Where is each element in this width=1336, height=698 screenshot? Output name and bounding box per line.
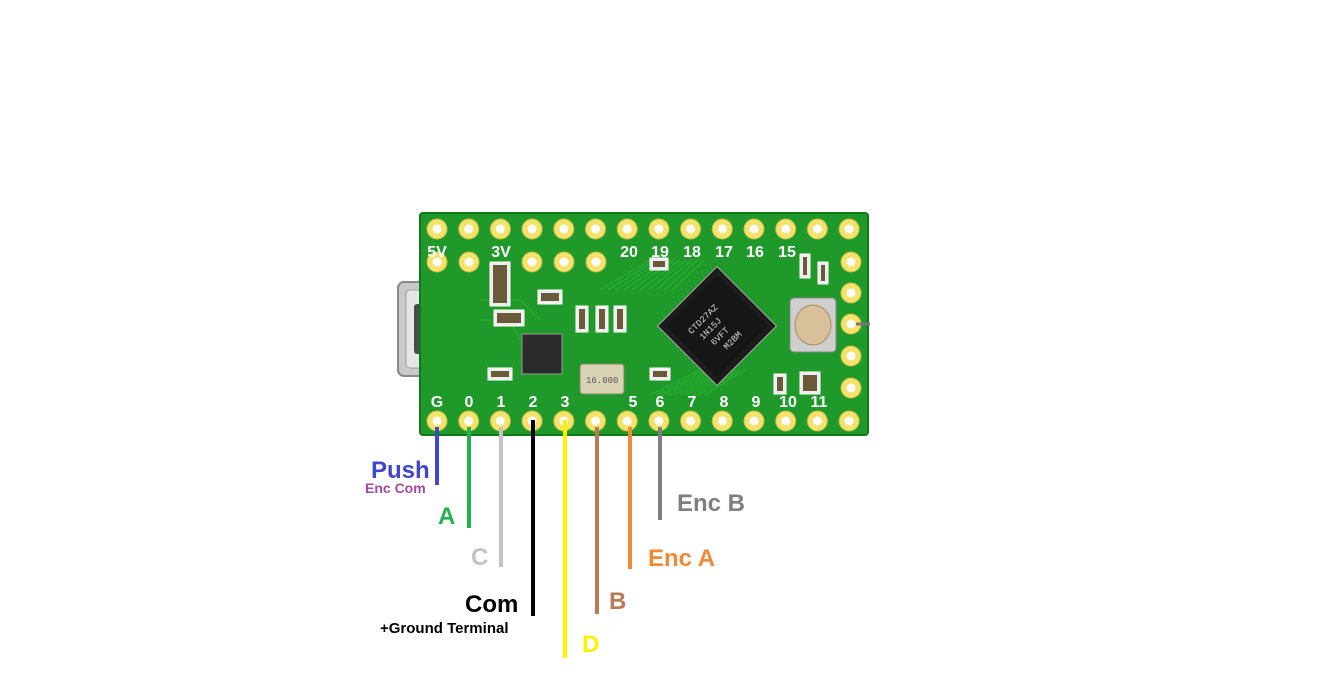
smd-components [487, 253, 829, 395]
smd-part [595, 305, 609, 333]
smd-part [575, 305, 589, 333]
pin-pad-top [426, 218, 448, 240]
smd-part [489, 261, 511, 307]
small-chip [521, 333, 563, 375]
crystal-text: 16.000 [586, 376, 618, 386]
silkscreen-bottom-labels: G 0 1 2 3 5 6 7 8 9 10 11 [431, 394, 828, 411]
label-enc-com: Enc Com [365, 480, 426, 496]
silkscreen-bottom-label: 5 [629, 394, 638, 411]
label-push: Push [371, 457, 430, 484]
pin-pad-top [458, 218, 480, 240]
silkscreen-bottom-label: 6 [656, 394, 665, 411]
pin-pad-inner [426, 251, 448, 273]
wire-labels: Push Enc Com A C Com +Ground Terminal D … [365, 457, 745, 658]
pin-pad-bottom [585, 410, 606, 432]
pin-pad-bottom [489, 410, 511, 432]
pin-pad-bottom [743, 410, 765, 432]
pin-pad-top [680, 218, 702, 240]
pin-pad-right [840, 377, 862, 399]
pin-pad-bottom [680, 410, 702, 432]
silkscreen-bottom-label: 3 [561, 394, 570, 411]
smd-part [487, 367, 513, 381]
smd-part [537, 289, 563, 305]
label-d: D [582, 631, 599, 658]
silkscreen-top-label: 15 [778, 244, 796, 261]
top-pin-row [426, 218, 860, 240]
label-ground-terminal: +Ground Terminal [380, 620, 509, 637]
smd-part [649, 367, 671, 381]
label-a: A [438, 503, 455, 530]
pin-pad-top [711, 218, 733, 240]
silkscreen-bottom-label: 7 [688, 394, 697, 411]
pin-pad-bottom [775, 410, 797, 432]
pin-pad-top [743, 218, 765, 240]
label-enc-a: Enc A [648, 545, 715, 572]
smd-part [613, 305, 627, 333]
label-com: Com [465, 591, 518, 618]
mcu-chip: CTD27AZ 1N15J 6VFT M2BM [656, 265, 778, 387]
silkscreen-top-label: 5V [427, 244, 447, 261]
pin-pad-bottom [648, 410, 670, 432]
silkscreen-bottom-label: G [431, 394, 443, 411]
pin-pad-top [585, 218, 606, 240]
silkscreen-top-label: 16 [746, 244, 764, 261]
label-c: C [471, 544, 488, 571]
silkscreen-bottom-label: 10 [779, 394, 797, 411]
pin-pad-top [806, 218, 828, 240]
inner-pin-row [426, 251, 607, 273]
pin-pad-top [648, 218, 670, 240]
crystal: 16.000 [579, 363, 625, 395]
pin-pad-top [775, 218, 797, 240]
smd-part [817, 261, 829, 285]
silkscreen-top-label: 3V [491, 244, 511, 261]
pin-pad-bottom [426, 410, 448, 432]
pin-pad-inner [458, 251, 480, 273]
pin-pad-right [840, 282, 862, 304]
silkscreen-top-labels: 5V 3V 20 19 18 17 16 15 [427, 244, 796, 261]
silkscreen-top-label: 17 [715, 244, 733, 261]
pin-pad-right [840, 251, 862, 273]
smd-part [799, 253, 811, 279]
smd-part [649, 257, 669, 271]
smd-part [493, 309, 525, 327]
smd-part [799, 371, 821, 395]
silkscreen-bottom-label: 9 [752, 394, 761, 411]
silkscreen-bottom-label: 2 [529, 394, 538, 411]
pin-pad-inner [521, 251, 543, 273]
pin-pad-right [840, 345, 862, 367]
silkscreen-bottom-label: 8 [720, 394, 729, 411]
pin-pad-top [838, 218, 860, 240]
wires [435, 420, 662, 658]
label-b: B [609, 588, 626, 615]
pin-pad-top [553, 218, 575, 240]
pin-pad-bottom [616, 410, 638, 432]
smd-part [773, 373, 787, 395]
silkscreen-top-label: 20 [620, 244, 638, 261]
silkscreen-bottom-label: 0 [465, 394, 474, 411]
silkscreen-bottom-label: 1 [497, 394, 506, 411]
program-button [789, 297, 837, 353]
pin-pad-top [521, 218, 543, 240]
pin-pad-top [616, 218, 638, 240]
label-enc-b: Enc B [677, 490, 745, 517]
pin-pad-inner [553, 251, 575, 273]
silkscreen-top-label: 18 [683, 244, 701, 261]
pin-pad-bottom [806, 410, 828, 432]
pin-pad-inner [585, 251, 607, 273]
silkscreen-top-label: 19 [651, 244, 669, 261]
silkscreen-bottom-label: 11 [811, 394, 828, 411]
pin-pad-bottom [838, 410, 860, 432]
pin-pad-top [489, 218, 511, 240]
pin-pad-bottom [711, 410, 733, 432]
